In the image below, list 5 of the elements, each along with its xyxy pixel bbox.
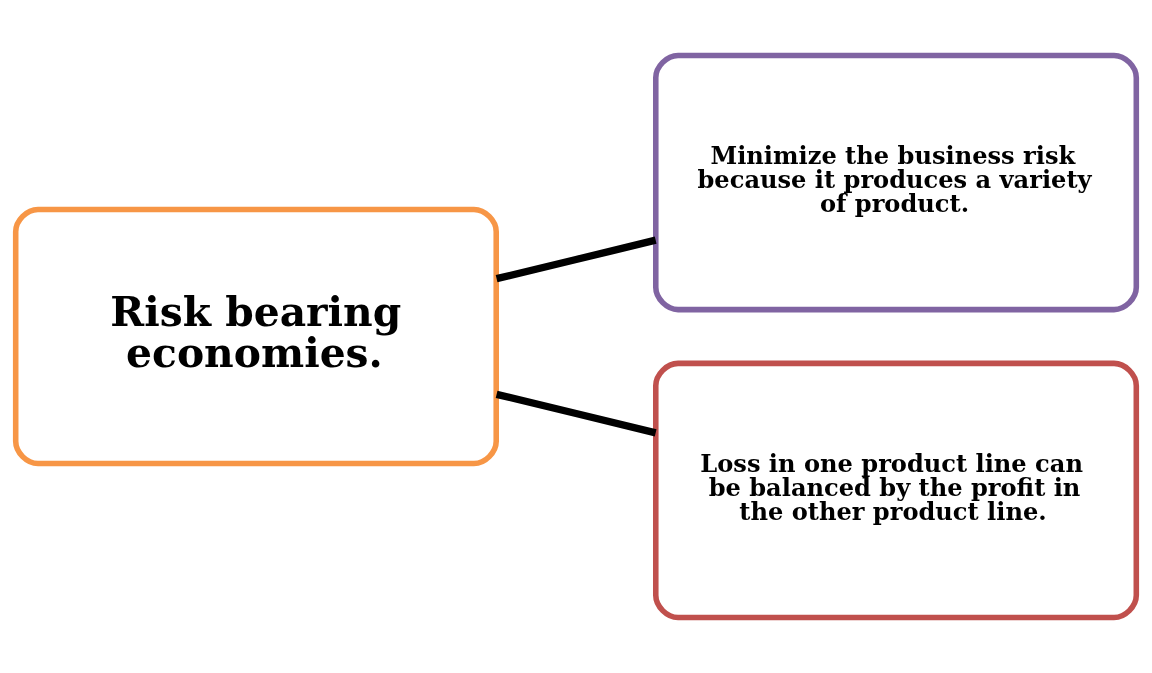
connector	[495, 236, 657, 283]
node-box: Loss in one product line can be balanced by the profit in the other product line.	[653, 360, 1140, 621]
node-box: Minimize the business risk because it produces a variety of product.	[653, 52, 1140, 313]
connector	[495, 390, 657, 437]
node-box: Risk bearing economies.	[12, 206, 499, 467]
